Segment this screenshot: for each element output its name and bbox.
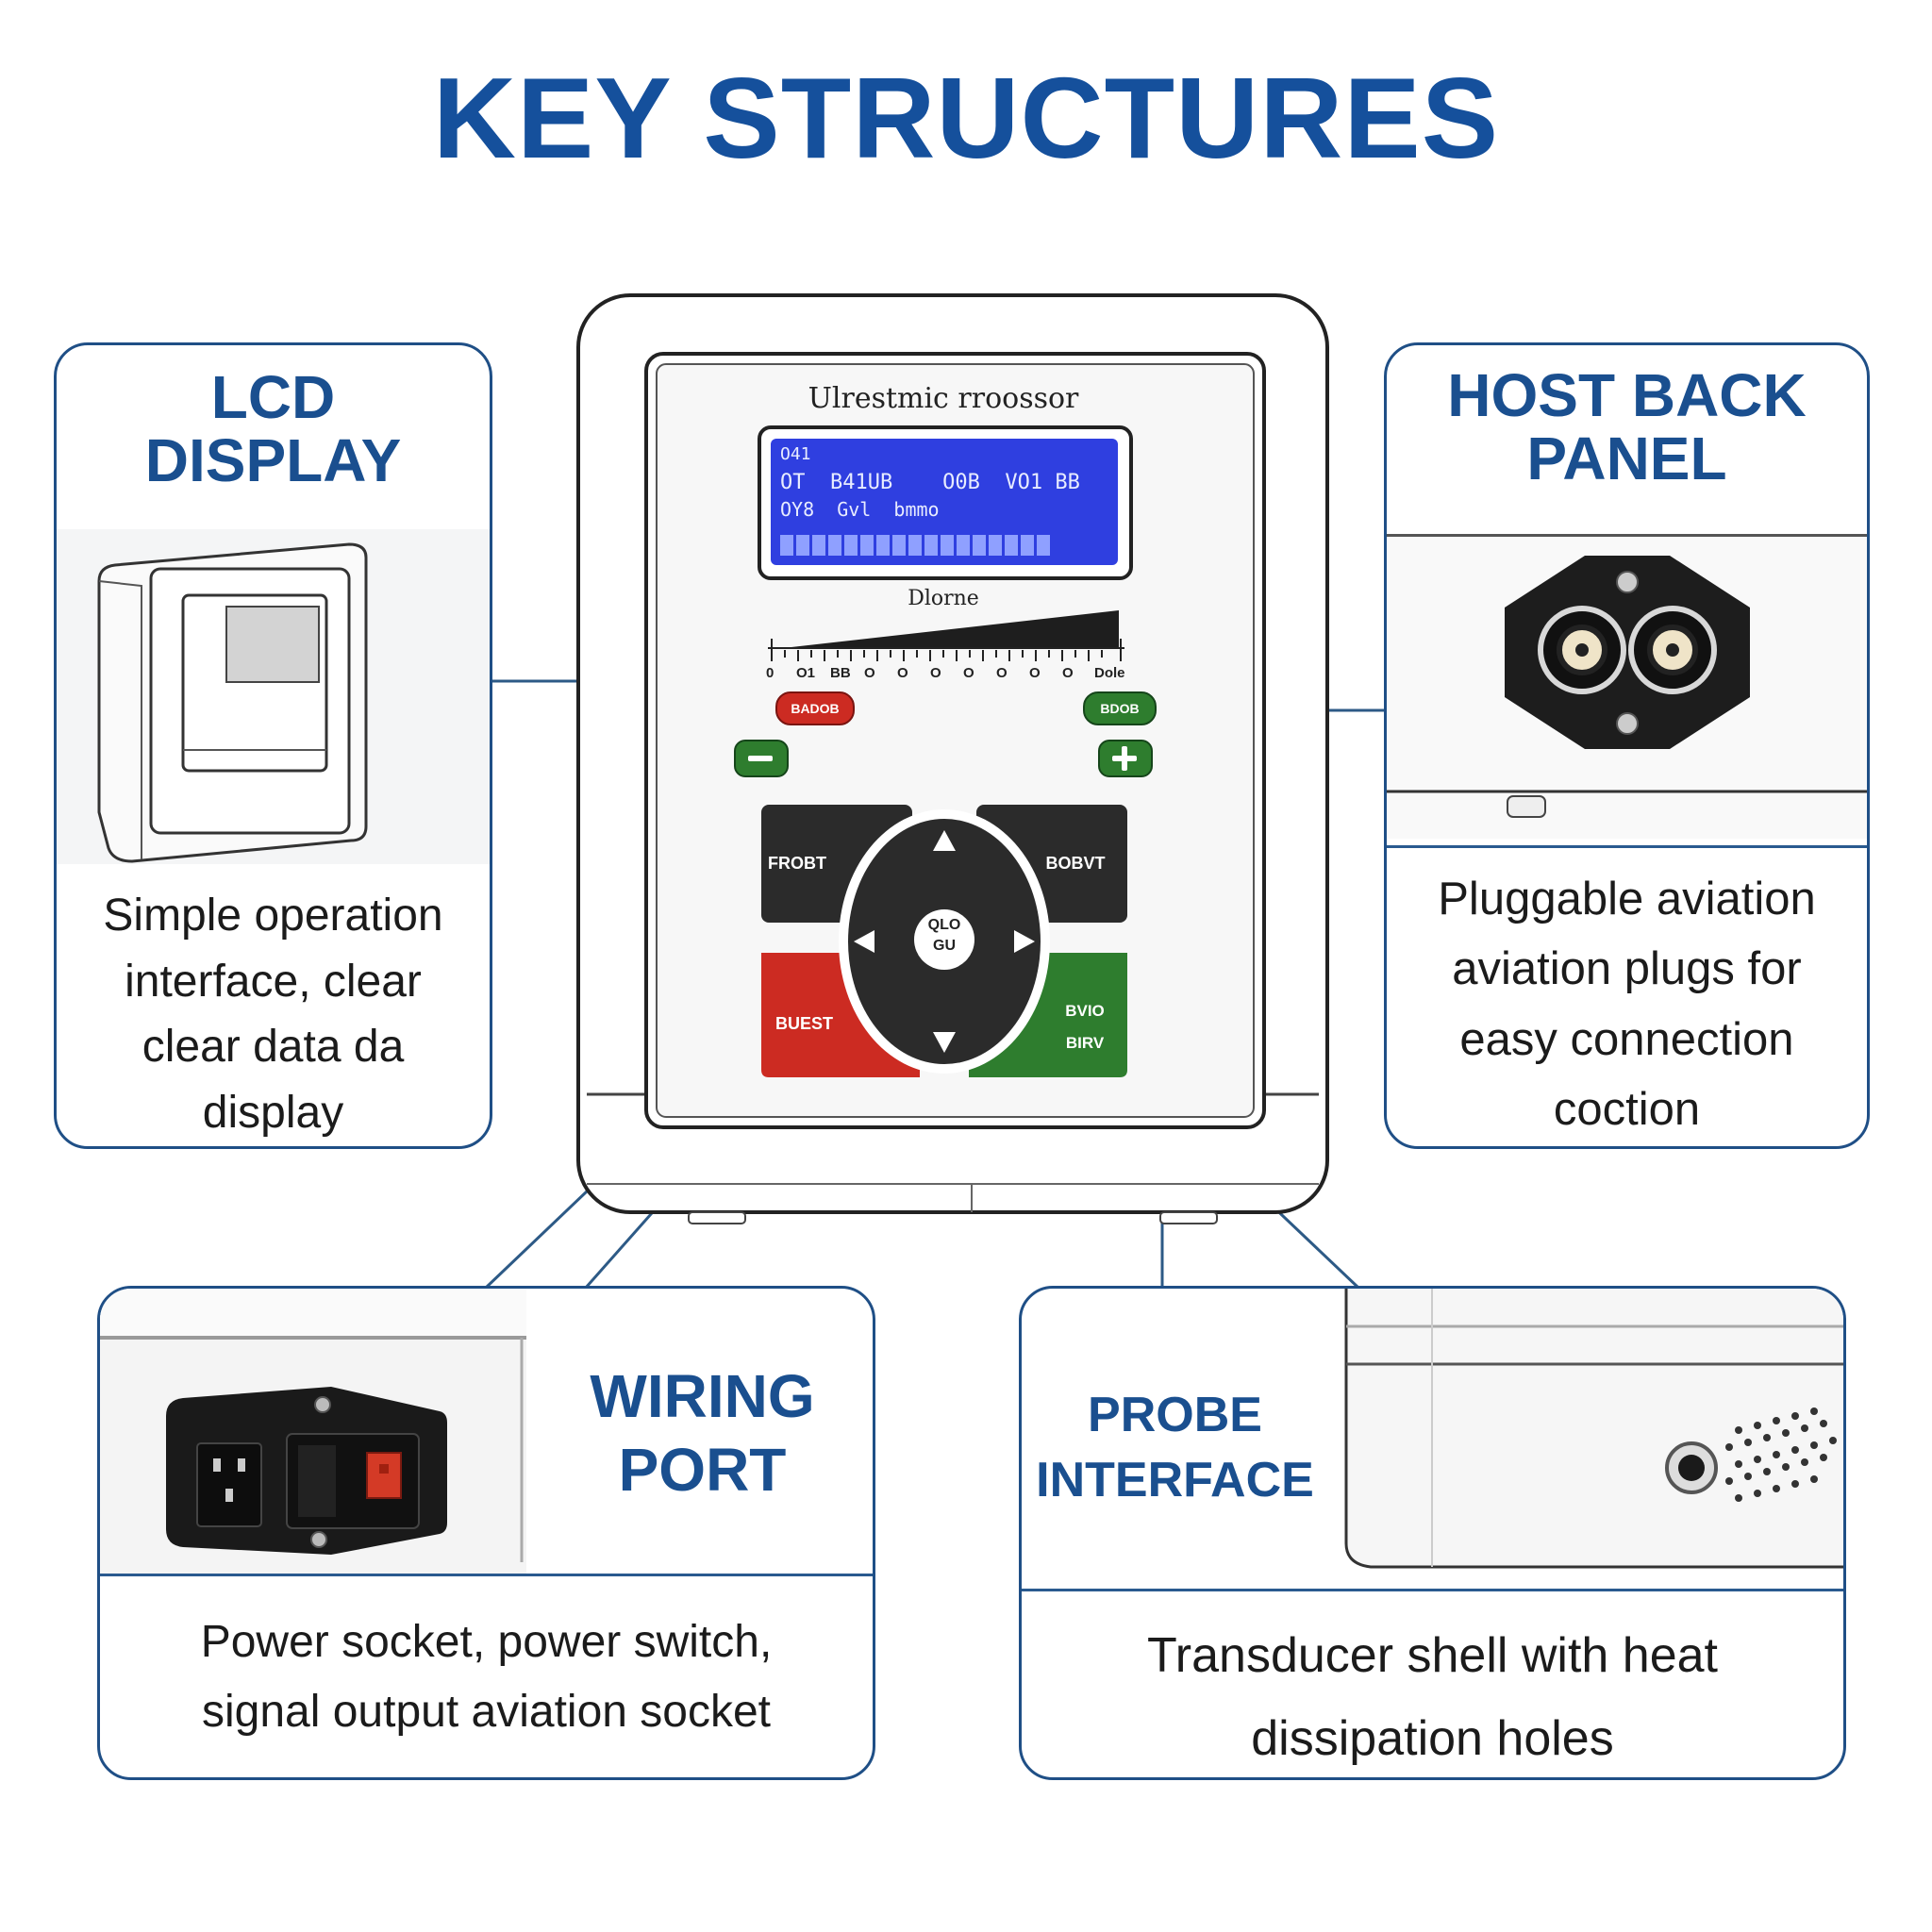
plus-icon-vertical: [1122, 746, 1127, 771]
card-desc-line: display: [202, 1087, 344, 1138]
card-title-line: PANEL: [1526, 425, 1727, 493]
scale-label: 0: [766, 665, 774, 681]
probe-photo-area: [1342, 1289, 1843, 1591]
minus-button[interactable]: [734, 740, 789, 777]
card-divider: [1387, 845, 1867, 848]
key-top-right[interactable]: BOBVT: [1045, 854, 1106, 873]
power-socket-illustration: [100, 1289, 526, 1576]
card-title: WIRING PORT: [526, 1359, 873, 1507]
aviation-plug-illustration: [1387, 537, 1867, 839]
scale-label: O: [963, 665, 974, 681]
scale-label: O: [1029, 665, 1041, 681]
card-title-line: PROBE: [1088, 1388, 1262, 1442]
card-description: Simple operation interface, clear clear …: [57, 883, 490, 1145]
card-title-line: HOST BACK: [1447, 361, 1807, 429]
scale-label: O: [996, 665, 1008, 681]
plus-button[interactable]: [1098, 740, 1153, 777]
card-desc-line: easy connection: [1459, 1013, 1794, 1065]
card-desc-line: Simple operation: [103, 891, 443, 941]
device-name: Ulrestmic rroossor: [808, 382, 1079, 415]
card-description: Transducer shell with heat dissipation h…: [1022, 1614, 1843, 1777]
minus-icon: [748, 756, 773, 761]
card-desc-line: coction: [1553, 1084, 1701, 1136]
card-probe-interface: PROBE INTERFACE Transducer shell with he…: [1019, 1286, 1846, 1780]
lcd-device-illustration: [97, 542, 368, 863]
card-desc-line: aviation plugs for: [1452, 943, 1802, 995]
key-bottom-right[interactable]: BVIO BIRV: [1052, 995, 1118, 1059]
card-title-line: INTERFACE: [1036, 1452, 1314, 1507]
card-desc-line: clear data da: [142, 1022, 405, 1073]
scale-labels: 0 O1 BB O O O O O O O Dole: [762, 665, 1140, 684]
card-desc-line: Transducer shell with heat: [1146, 1628, 1719, 1683]
panel-edge: [1387, 534, 1867, 537]
green-pill-button[interactable]: BDOB: [1083, 691, 1157, 725]
lcd-photo-area: [57, 529, 490, 864]
card-desc-line: Power socket, power switch,: [200, 1617, 773, 1667]
bargraph-label: Dlorne: [908, 587, 979, 610]
scale-label: O: [864, 665, 875, 681]
keypad-graphic: [761, 805, 1127, 1077]
key-bottom-right-line: BIRV: [1065, 1034, 1105, 1052]
card-description: Pluggable aviation aviation plugs for ea…: [1387, 864, 1867, 1145]
card-divider: [100, 1574, 873, 1576]
lcd-screen: O41 OT B41UB O0B VO1 BB OY8 Gvl bmmo: [771, 439, 1118, 565]
host-panel-photo-area: [1387, 537, 1867, 1131]
card-description: Power socket, power switch, signal outpu…: [100, 1607, 873, 1748]
scale-label: O: [897, 665, 908, 681]
card-title-line: LCD: [210, 363, 336, 431]
card-title: PROBE INTERFACE: [1022, 1383, 1328, 1512]
scale-label: BB: [830, 665, 851, 681]
scale-label: O1: [796, 665, 816, 681]
card-desc-line: signal output aviation socket: [201, 1687, 772, 1738]
card-title: LCD DISPLAY: [57, 363, 490, 495]
key-bottom-left[interactable]: BUEST: [774, 1014, 833, 1033]
wiring-photo-area: [100, 1289, 526, 1576]
lcd-line-2: OT B41UB O0B VO1 BB: [780, 471, 1080, 494]
card-title-line: DISPLAY: [144, 426, 402, 495]
scale-label: Dole: [1094, 665, 1125, 681]
scale-label: O: [1062, 665, 1074, 681]
power-bargraph: [768, 610, 1124, 661]
lcd-line-3: OY8 Gvl bmmo: [780, 498, 940, 521]
scale-label: O: [930, 665, 941, 681]
card-desc-line: interface, clear: [125, 956, 422, 1007]
center-key-line: GU: [933, 938, 956, 954]
lcd-bezel: O41 OT B41UB O0B VO1 BB OY8 Gvl bmmo: [758, 425, 1133, 580]
key-bottom-right-line: BVIO: [1065, 1002, 1105, 1020]
lcd-line-1: O41: [780, 444, 811, 464]
card-desc-line: dissipation holes: [1251, 1711, 1614, 1767]
lcd-bar-segments: [780, 535, 1050, 556]
key-top-left[interactable]: FROBT: [768, 854, 826, 873]
center-key-line: QLO: [927, 917, 961, 933]
card-host-back-panel: HOST BACK PANEL Pluggable aviation aviat…: [1384, 342, 1870, 1149]
card-title-line: WIRING: [590, 1362, 815, 1430]
card-title-line: PORT: [618, 1436, 787, 1505]
page-title: KEY STRUCTURES: [432, 54, 1500, 182]
card-title: HOST BACK PANEL: [1387, 361, 1867, 493]
card-desc-line: Pluggable aviation: [1438, 874, 1816, 924]
card-divider: [1022, 1589, 1843, 1591]
card-wiring-port: WIRING PORT Power socket, power switch, …: [97, 1286, 875, 1780]
center-key[interactable]: QLO GU: [915, 915, 974, 957]
card-lcd-display: LCD DISPLAY Simple operation interface, …: [54, 342, 492, 1149]
transducer-shell-illustration: [1344, 1289, 1843, 1569]
red-pill-button[interactable]: BADOB: [775, 691, 855, 725]
